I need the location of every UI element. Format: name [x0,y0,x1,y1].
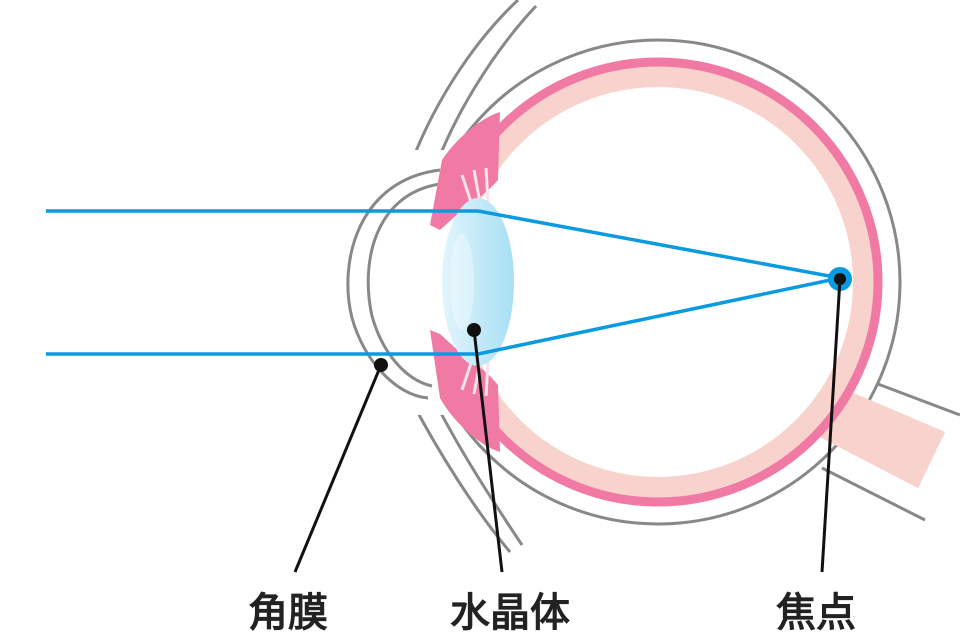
cornea [346,168,441,400]
label-lens: 水晶体 [450,590,570,636]
label-focal-point: 焦点 [776,590,856,636]
pointer-focal-point [820,278,842,573]
lens-highlight [450,234,474,330]
lens [442,198,514,366]
pointer-lens [472,329,504,573]
label-cornea: 角膜 [248,590,328,636]
ciliary-body-lower [430,330,500,452]
cornea-inner [366,182,441,388]
light-ray-lower-refracted [477,276,841,356]
upper-eyelid [406,0,520,173]
ciliary-body-upper [430,112,500,230]
pointer-cornea-dot [374,358,388,372]
pointer-lens-dot [467,323,481,337]
pointer-cornea [293,364,383,573]
light-ray-upper-refracted [477,209,841,280]
